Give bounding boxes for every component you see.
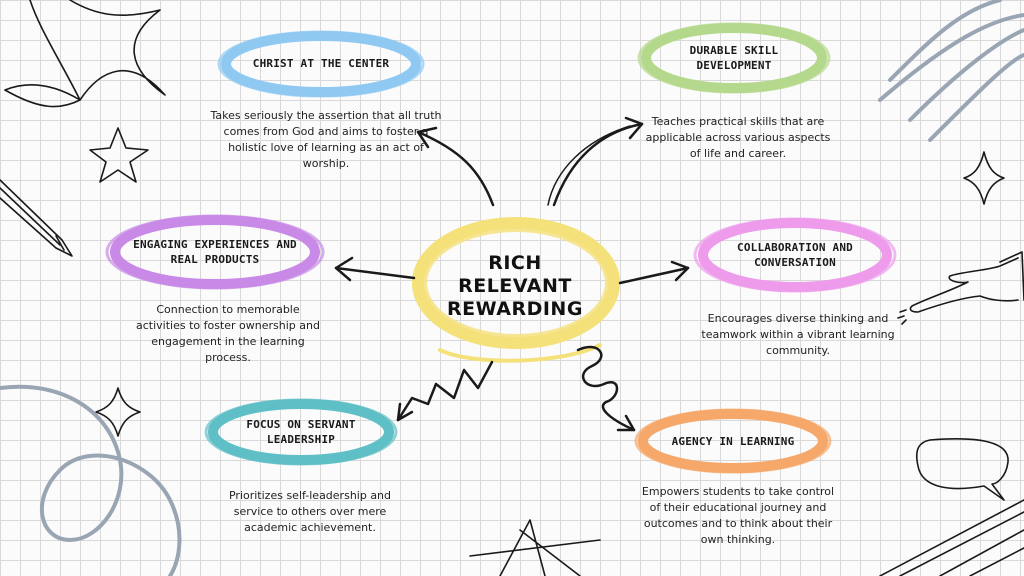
- node-scribble-servant: [204, 398, 398, 466]
- node-desc-engaging: Connection to memorable activities to fo…: [136, 303, 320, 364]
- pointing-hand-doodle: [897, 251, 1024, 325]
- swirl-doodle-bottom-left: [0, 384, 182, 576]
- arrow-to-servant: [396, 360, 494, 422]
- pencil-doodle: [0, 179, 73, 257]
- node-title-agency: AGENCY IN LEARNING: [671, 435, 795, 448]
- arrow-to-engaging: [334, 256, 416, 282]
- node-scribble-christ: [217, 30, 425, 98]
- node-desc-durable: Teaches practical skills that are applic…: [645, 115, 831, 160]
- center-title: RICH RELEVANT REWARDING: [430, 252, 600, 321]
- speech-bubble-doodle: [915, 438, 1009, 501]
- node-desc-agency: Empowers students to take control of the…: [641, 485, 835, 546]
- arrow-to-durable: [547, 116, 644, 207]
- node-title-servant: FOCUS ON SERVANT LEADERSHIP: [246, 418, 356, 446]
- sparkle-doodle-2: [963, 151, 1005, 205]
- star-doodle-2: [469, 519, 601, 576]
- node-title-durable: DURABLE SKILL DEVELOPMENT: [689, 44, 779, 72]
- star-doodle-1: [89, 127, 149, 183]
- node-scribble-durable: [637, 22, 831, 94]
- node-desc-collab: Encourages diverse thinking and teamwork…: [701, 312, 895, 357]
- hatch-lines-doodle: [879, 499, 1024, 576]
- arrow-to-agency: [576, 345, 636, 432]
- node-title-christ: CHRIST AT THE CENTER: [252, 57, 390, 70]
- node-scribble-collab: [693, 217, 897, 293]
- center-line-2: RELEVANT: [458, 275, 572, 297]
- center-scribble: [412, 217, 620, 363]
- starburst-doodle: [4, 0, 166, 108]
- center-line-3: REWARDING: [447, 298, 583, 320]
- node-desc-christ: Takes seriously the assertion that all t…: [210, 109, 442, 170]
- node-scribble-agency: [634, 408, 832, 474]
- swirl-doodle-top-right: [878, 0, 1024, 142]
- center-line-1: RICH: [488, 252, 542, 274]
- sparkle-doodle-1: [95, 387, 141, 437]
- node-desc-servant: Prioritizes self-leadership and service …: [228, 489, 392, 534]
- node-title-collab: COLLABORATION AND CONVERSATION: [737, 241, 853, 269]
- node-title-engaging: ENGAGING EXPERIENCES AND REAL PRODUCTS: [133, 238, 297, 266]
- arrow-to-collab: [618, 260, 690, 285]
- arrow-to-christ: [416, 126, 495, 207]
- node-scribble-engaging: [105, 214, 325, 290]
